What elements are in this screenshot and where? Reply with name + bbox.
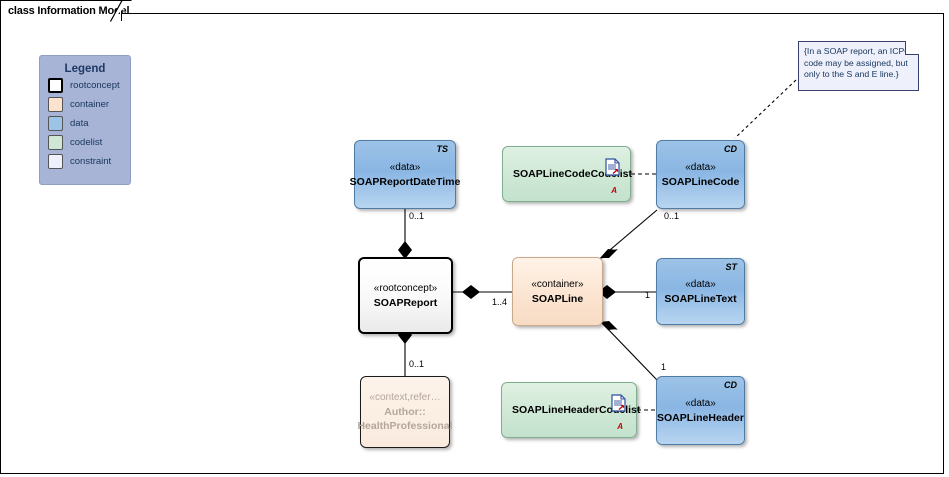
class-soap-line[interactable]: «container» SOAPLine: [512, 257, 603, 326]
legend-swatch-data: [48, 116, 63, 131]
legend-item-data: data: [48, 115, 130, 132]
class-name-author-line2: HealthProfessional: [357, 420, 453, 432]
multiplicity-report-datetime: 0..1: [409, 211, 425, 221]
stereotype-soap-line-code: «data»: [685, 161, 716, 173]
legend-label-data: data: [70, 118, 89, 129]
multiplicity-line-header: 1: [661, 362, 667, 372]
multiplicity-report-author: 0..1: [409, 359, 425, 369]
title-tab-corner-icon: [110, 0, 132, 22]
class-author-health-professional[interactable]: «context,refer… Author:: HealthProfessio…: [357, 376, 453, 448]
class-name-author-line1: Author::: [384, 406, 426, 418]
codelist-marker-a: A: [617, 422, 623, 431]
diagram-title-tab[interactable]: class Information Model: [0, 0, 130, 21]
multiplicity-line-text: 1: [645, 290, 651, 300]
class-name-soap-report-datetime: SOAPReportDateTime: [349, 175, 461, 188]
comment-note[interactable]: {In a SOAP report, an ICPC code may be a…: [798, 41, 919, 91]
class-name-soap-line-text: SOAPLineText: [664, 292, 737, 305]
legend-label-rootconcept: rootconcept: [70, 80, 120, 91]
codelist-marker-a: A: [611, 186, 617, 195]
document-icon: [605, 158, 620, 176]
legend-item-constraint: constraint: [48, 153, 130, 170]
comment-note-text: {In a SOAP report, an ICPC code may be a…: [804, 46, 911, 80]
class-name-soap-line-code: SOAPLineCode: [661, 175, 740, 188]
legend-title: Legend: [64, 63, 106, 75]
class-soap-line-code-codelist[interactable]: SOAPLineCodeCodelist A: [502, 146, 633, 202]
stereotype-soap-line: «container»: [531, 278, 584, 290]
stereotype-soap-line-header: «data»: [685, 397, 716, 409]
class-soap-line-text[interactable]: ST «data» SOAPLineText: [656, 258, 745, 325]
stereotype-author: «context,refer…: [369, 392, 441, 403]
class-name-soap-line-header: SOAPLineHeader: [657, 411, 744, 424]
class-soap-line-code[interactable]: CD «data» SOAPLineCode: [656, 140, 745, 209]
legend-item-rootconcept: rootconcept: [48, 77, 130, 94]
class-soap-report-datetime[interactable]: TS «data» SOAPReportDateTime: [350, 140, 460, 209]
document-icon: [611, 394, 626, 412]
legend-label-container: container: [70, 99, 110, 110]
legend-item-container: container: [48, 96, 130, 113]
legend-swatch-rootconcept: [48, 78, 63, 93]
diagram-title: class Information Model: [8, 5, 130, 17]
stereotype-soap-line-text: «data»: [685, 278, 716, 290]
class-tag-soap-line-code: CD: [724, 144, 737, 154]
legend-swatch-codelist: [48, 135, 63, 150]
class-tag-soap-report-datetime: TS: [436, 144, 448, 154]
class-name-soap-report: SOAPReport: [373, 296, 438, 309]
class-name-soap-line-code-codelist: SOAPLineCodeCodelist: [513, 168, 633, 180]
stereotype-soap-report-datetime: «data»: [389, 161, 421, 173]
legend-swatch-constraint: [48, 154, 63, 169]
multiplicity-line-code: 0..1: [664, 211, 680, 221]
class-soap-report[interactable]: «rootconcept» SOAPReport: [358, 257, 453, 334]
class-soap-line-header[interactable]: CD «data» SOAPLineHeader: [656, 376, 745, 445]
legend-item-codelist: codelist: [48, 134, 130, 151]
class-tag-soap-line-header: CD: [724, 380, 737, 390]
note-fold-corner-icon: [905, 41, 919, 55]
stereotype-soap-report: «rootconcept»: [373, 282, 438, 294]
class-soap-line-header-codelist[interactable]: SOAPLineHeaderCodelist A: [501, 382, 641, 438]
class-name-soap-line-header-codelist: SOAPLineHeaderCodelist: [512, 404, 641, 416]
multiplicity-report-line: 1..4: [492, 297, 508, 307]
legend-label-codelist: codelist: [70, 137, 103, 148]
legend-swatch-container: [48, 97, 63, 112]
class-name-soap-line: SOAPLine: [531, 292, 584, 305]
class-tag-soap-line-text: ST: [725, 262, 737, 272]
legend-panel: Legend rootconcept container data codeli…: [39, 55, 131, 185]
legend-label-constraint: constraint: [70, 156, 112, 167]
